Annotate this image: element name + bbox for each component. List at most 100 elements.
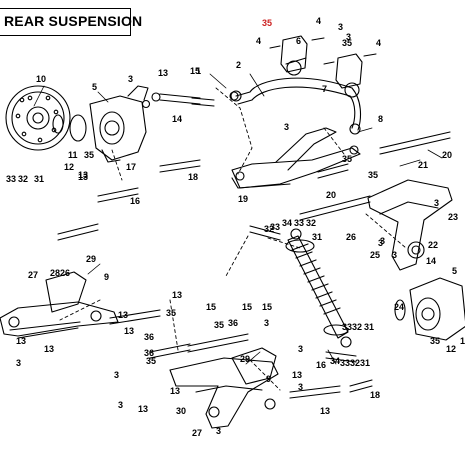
callout-12: 12 xyxy=(446,344,456,354)
callout-13: 13 xyxy=(292,370,302,380)
callout-4: 4 xyxy=(256,36,261,46)
callout-19: 19 xyxy=(238,194,248,204)
right-knuckle xyxy=(394,277,465,341)
callout-36: 36 xyxy=(144,332,154,342)
callout-13: 13 xyxy=(78,170,88,180)
callout-27: 27 xyxy=(28,270,38,280)
callout-24: 24 xyxy=(394,302,404,312)
callout-27: 27 xyxy=(192,428,202,438)
callout-13: 13 xyxy=(16,336,26,346)
callout-20: 20 xyxy=(442,150,452,160)
callout-15: 15 xyxy=(190,66,200,76)
callout-13: 13 xyxy=(44,344,54,354)
callout-35: 35 xyxy=(342,154,352,164)
brake-disc xyxy=(5,85,71,151)
callout-29: 29 xyxy=(86,254,96,264)
callout-17: 17 xyxy=(126,162,136,172)
callout-15: 15 xyxy=(262,302,272,312)
callout-21: 21 xyxy=(418,160,428,170)
bolt-set-top xyxy=(141,91,239,109)
callout-15: 15 xyxy=(206,302,216,312)
callout-32: 32 xyxy=(350,358,360,368)
callout-3: 3 xyxy=(434,198,439,208)
callout-18: 18 xyxy=(188,172,198,182)
callout-35: 35 xyxy=(342,38,352,48)
callout-14: 14 xyxy=(426,256,436,266)
callout-14: 14 xyxy=(172,114,182,124)
callout-22: 22 xyxy=(428,240,438,250)
callout-35: 35 xyxy=(368,170,378,180)
callout-3: 3 xyxy=(298,344,303,354)
callout-7: 7 xyxy=(322,84,327,94)
callout-23: 23 xyxy=(448,212,458,222)
bolt-set-lower xyxy=(57,159,373,399)
callout-3: 3 xyxy=(378,238,383,248)
callout-10: 10 xyxy=(36,74,46,84)
callout-26: 26 xyxy=(346,232,356,242)
callout-9: 9 xyxy=(266,374,271,384)
callout-3: 3 xyxy=(346,32,351,42)
callout-5: 5 xyxy=(452,266,457,276)
callout-3: 3 xyxy=(284,122,289,132)
callout-34: 34 xyxy=(330,356,340,366)
callout-35: 35 xyxy=(84,150,94,160)
upper-a-arm xyxy=(231,127,361,189)
callout-34: 34 xyxy=(282,218,292,228)
callout-12: 12 xyxy=(64,162,74,172)
callout-25: 25 xyxy=(370,250,380,260)
lower-left-arm xyxy=(0,271,119,339)
callout-32: 32 xyxy=(264,224,274,234)
callout-16: 16 xyxy=(316,360,326,370)
callout-31: 31 xyxy=(364,322,374,332)
callout-1: 1 xyxy=(460,336,465,346)
callout-3: 3 xyxy=(16,358,21,368)
callout-6: 6 xyxy=(296,36,301,46)
callout-33: 33 xyxy=(342,322,352,332)
sway-bar-assembly xyxy=(230,35,377,135)
callout-35: 35 xyxy=(262,18,272,28)
callout-32: 32 xyxy=(352,322,362,332)
callout-13: 13 xyxy=(138,404,148,414)
page-title: REAR SUSPENSION xyxy=(4,13,143,29)
shock-absorber xyxy=(249,225,357,363)
callout-32: 32 xyxy=(18,174,28,184)
callout-30: 30 xyxy=(176,406,186,416)
leader-lines xyxy=(59,87,407,391)
callout-3: 3 xyxy=(298,382,303,392)
callout-31: 31 xyxy=(34,174,44,184)
callout-3: 3 xyxy=(128,74,133,84)
title-frame: REAR SUSPENSION xyxy=(0,8,142,36)
callout-3: 3 xyxy=(264,318,269,328)
callout-13: 13 xyxy=(172,290,182,300)
callout-31: 31 xyxy=(312,232,322,242)
callout-1: 1 xyxy=(196,66,201,76)
callout-13: 13 xyxy=(118,310,128,320)
callout-35: 35 xyxy=(166,308,176,318)
callout-35: 35 xyxy=(146,356,156,366)
lower-center-arm xyxy=(169,347,279,429)
callout-11: 11 xyxy=(68,150,78,160)
callout-26: 26 xyxy=(60,268,70,278)
callout-8: 8 xyxy=(378,114,383,124)
callout-20: 20 xyxy=(326,190,336,200)
callout-33: 33 xyxy=(6,174,16,184)
callout-31: 31 xyxy=(360,358,370,368)
callout-15: 15 xyxy=(242,302,252,312)
callout-36: 36 xyxy=(228,318,238,328)
callout-3: 3 xyxy=(338,22,343,32)
callout-33: 33 xyxy=(294,218,304,228)
callout-4: 4 xyxy=(376,38,381,48)
callout-13: 13 xyxy=(158,68,168,78)
callout-4: 4 xyxy=(316,16,321,26)
callout-32: 32 xyxy=(306,218,316,228)
callout-28: 28 xyxy=(50,268,60,278)
callout-3: 3 xyxy=(216,426,221,436)
callout-13: 13 xyxy=(320,406,330,416)
right-a-arm xyxy=(367,179,453,271)
callout-3: 3 xyxy=(114,370,119,380)
callout-13: 13 xyxy=(124,326,134,336)
callout-33: 33 xyxy=(270,222,280,232)
